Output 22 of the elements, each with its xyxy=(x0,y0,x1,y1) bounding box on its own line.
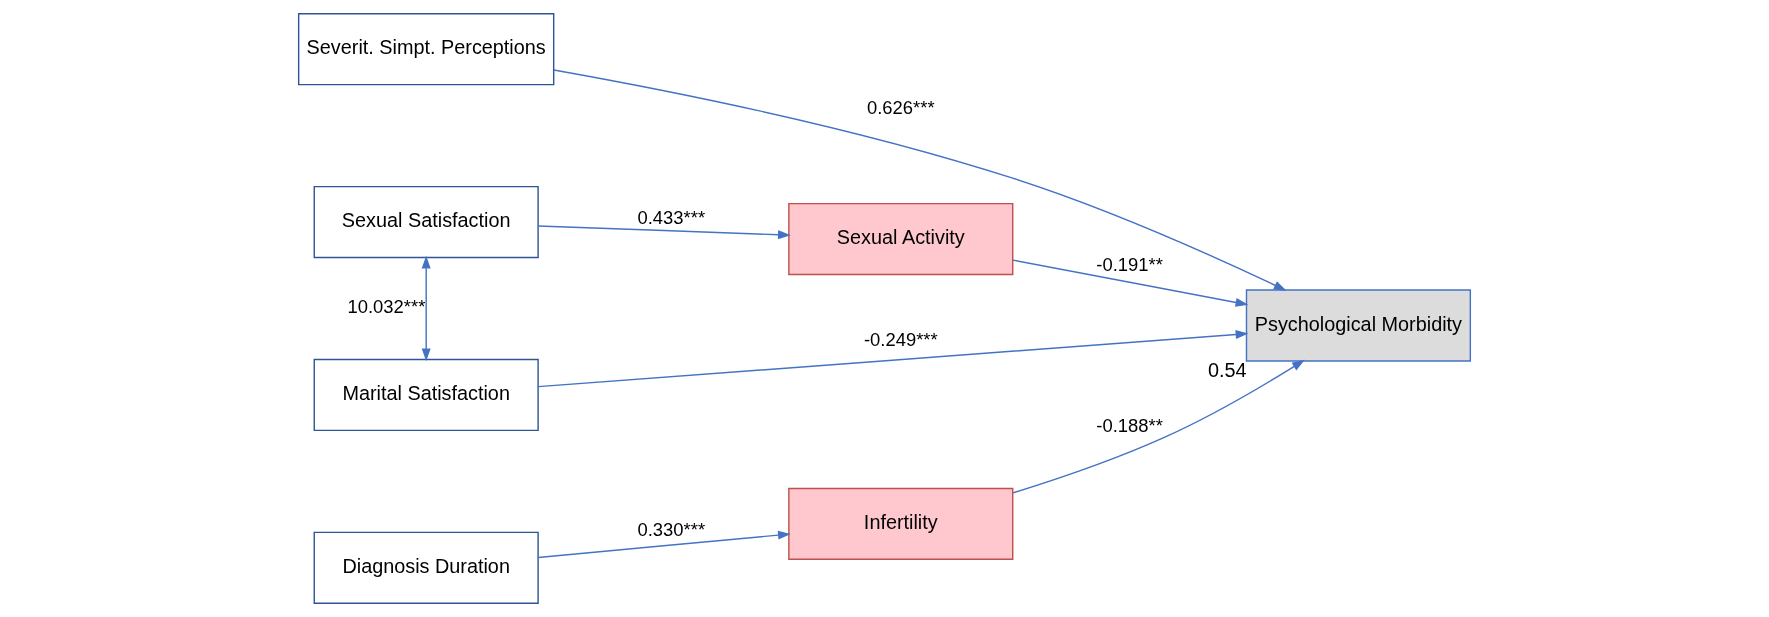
arrow xyxy=(1012,359,1305,494)
node-box: Marital Satisfaction xyxy=(313,358,539,432)
arrow xyxy=(537,330,1249,388)
node-box: Sexual Satisfaction xyxy=(313,185,539,259)
node-label: 0.54 xyxy=(1208,358,1247,381)
node-box: Diagnosis Duration xyxy=(313,531,539,604)
arrow xyxy=(1012,259,1249,307)
edge-label: 0.433*** xyxy=(637,207,706,229)
edge-label: -0.191** xyxy=(1096,253,1163,275)
node-box: Psychological Morbidity xyxy=(1245,289,1472,362)
arrow xyxy=(537,530,791,559)
node-box: Infertility xyxy=(788,487,1014,560)
edge-label: 10.032*** xyxy=(347,296,426,318)
edge-label: 0.626*** xyxy=(867,96,935,118)
arrow xyxy=(537,225,791,240)
node-box: Sexual Activity xyxy=(788,202,1014,276)
arrow xyxy=(421,255,431,362)
edge-label: -0.249*** xyxy=(863,328,938,350)
edge-label: -0.188** xyxy=(1096,415,1163,437)
edge-label: 0.330*** xyxy=(637,518,706,540)
arrow xyxy=(553,69,1287,291)
node-box: Severit. Simpt. Perceptions xyxy=(297,13,555,86)
